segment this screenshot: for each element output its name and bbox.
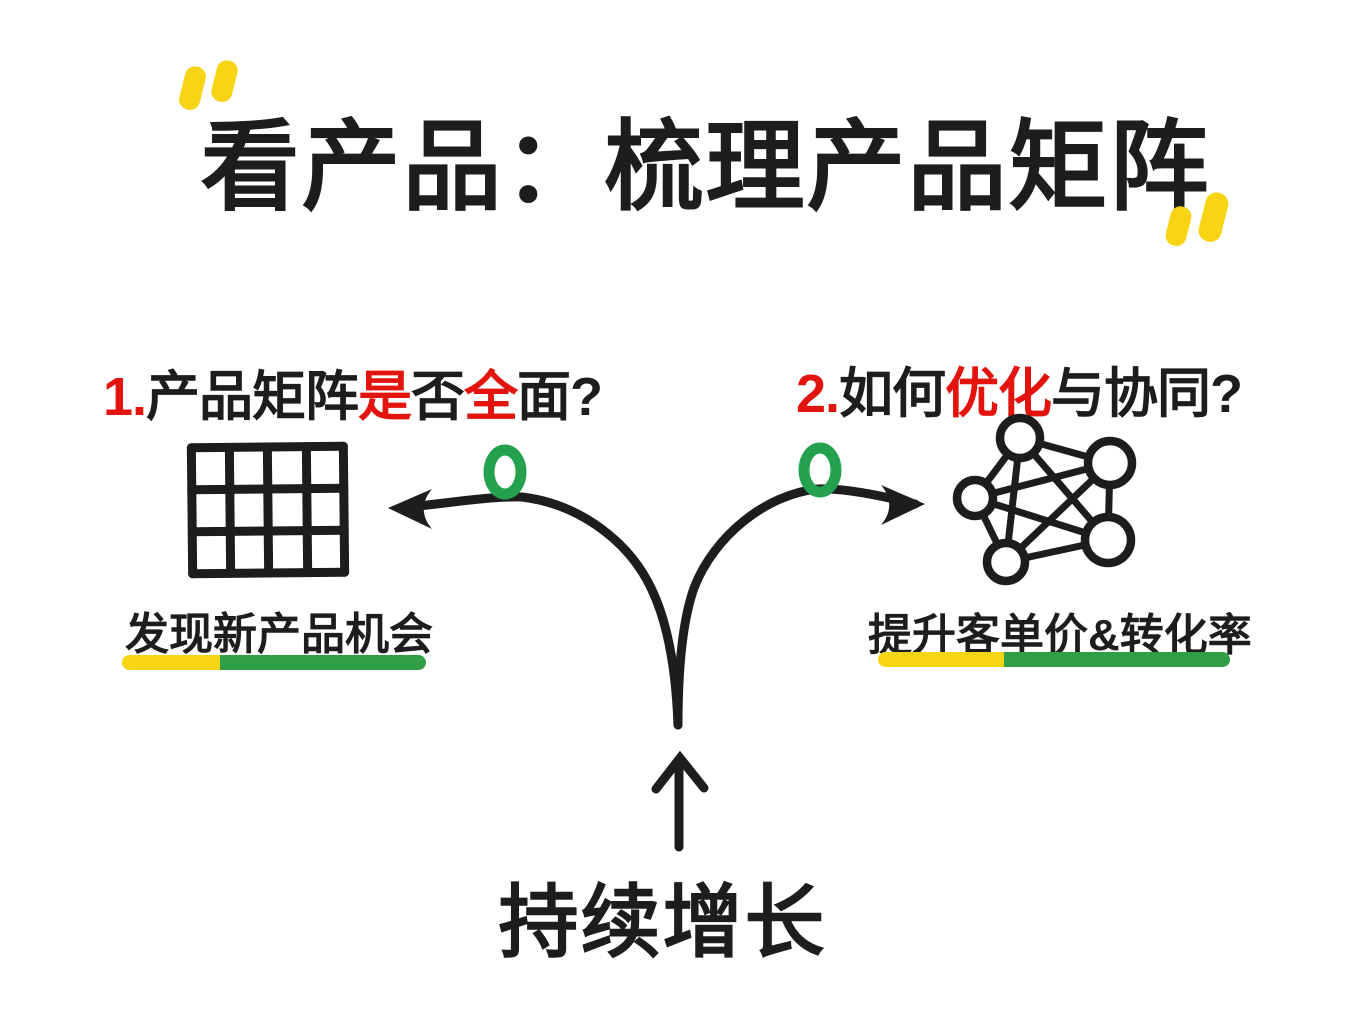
heading-segment: 否 <box>411 367 465 427</box>
right-question-heading: 2.如何优化与协同? <box>796 349 1243 428</box>
underline-yellow-segment <box>878 652 1004 667</box>
split-arrows-icon <box>388 442 925 730</box>
green-loop-icon <box>798 442 842 498</box>
green-loop-icon <box>483 444 527 500</box>
up-arrow-icon <box>651 750 709 852</box>
double-quote-close-icon <box>1165 192 1229 246</box>
growth-label: 持续增长 <box>498 878 827 967</box>
heading-segment: 面? <box>517 367 603 427</box>
heading-segment: 如何 <box>839 364 946 424</box>
left-caption: 发现新产品机会 <box>125 610 433 659</box>
heading-segment: 1. <box>103 367 147 427</box>
heading-segment: 全 <box>464 367 518 427</box>
left-question-heading: 1.产品矩阵是否全面? <box>103 352 603 431</box>
page-title: 看产品：梳理产品矩阵 <box>200 111 1211 222</box>
right-caption: 提升客单价&转化率 <box>868 611 1252 660</box>
heading-segment: 2. <box>796 364 840 424</box>
right-arrowhead <box>881 485 925 525</box>
left-arrowhead <box>388 489 432 529</box>
underline-yellow-segment <box>122 655 220 670</box>
heading-segment: 产品矩阵 <box>146 367 359 427</box>
right-caption-underline <box>878 652 1230 667</box>
underline-green-segment <box>1004 652 1230 667</box>
double-quote-open-icon <box>179 60 238 110</box>
heading-segment: 与协同? <box>1051 364 1243 424</box>
left-caption-underline <box>122 655 426 670</box>
underline-green-segment <box>220 655 426 670</box>
matrix-grid-icon <box>186 441 350 579</box>
heading-segment: 是 <box>358 367 412 427</box>
heading-segment: 优化 <box>945 364 1052 424</box>
network-graph-icon <box>952 413 1137 586</box>
